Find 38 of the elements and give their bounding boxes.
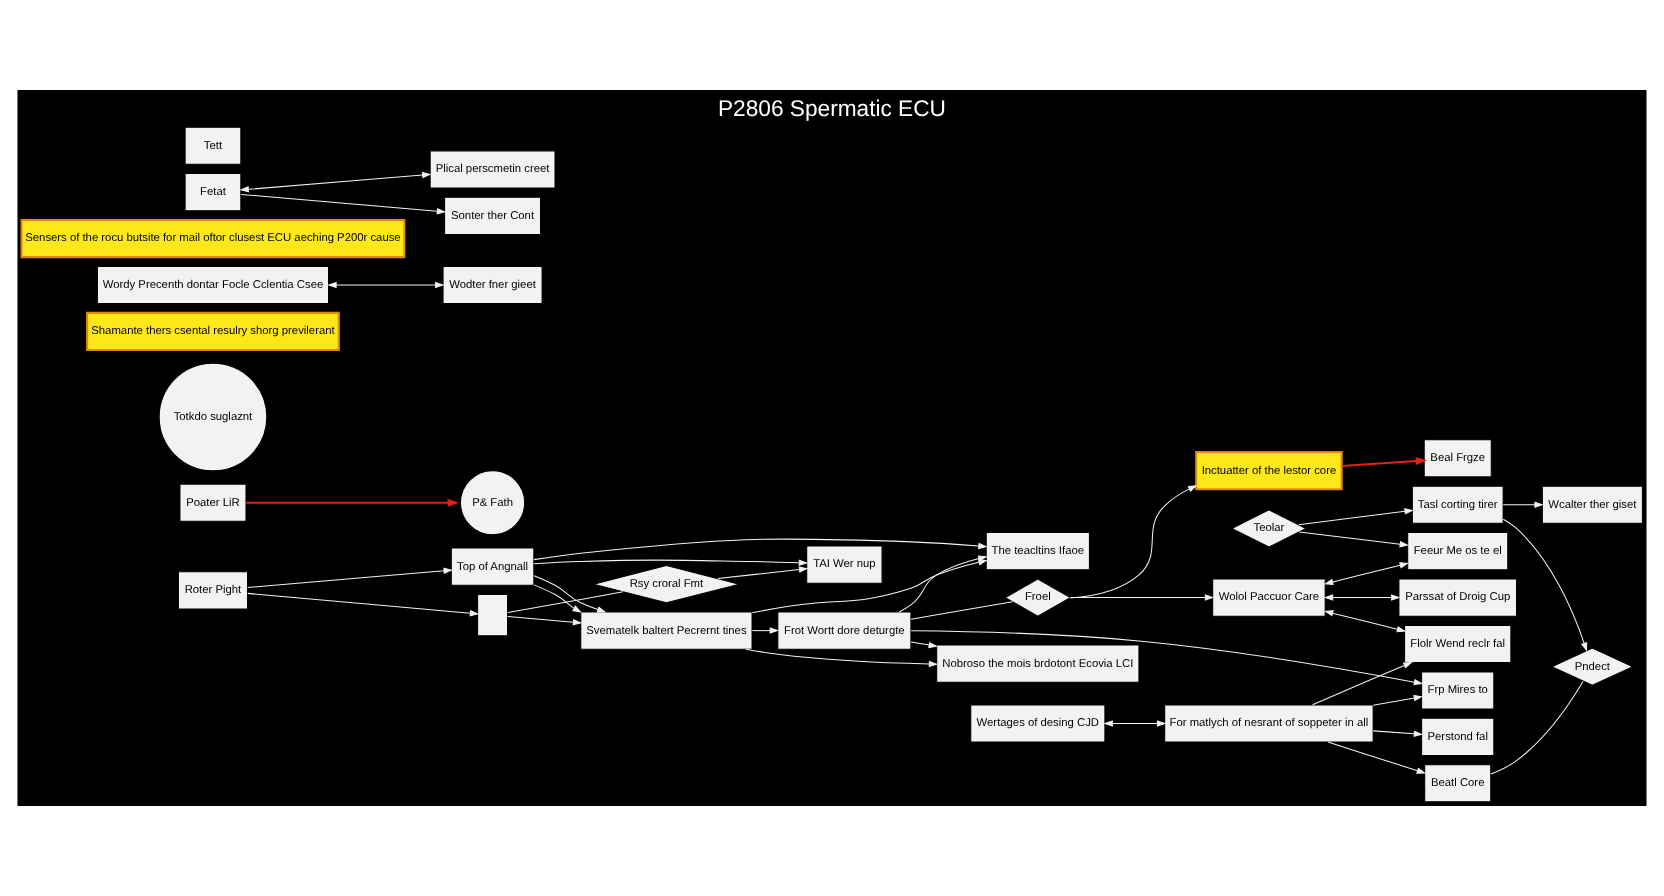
arrow: [327, 281, 445, 289]
connector: [910, 601, 1014, 620]
arrow: [1298, 508, 1414, 526]
arrow: [1323, 562, 1409, 586]
arrow: [1323, 610, 1407, 633]
arrow: [533, 538, 988, 561]
arrow: [247, 592, 480, 617]
arrow: [533, 559, 809, 566]
arrow: [1502, 501, 1544, 508]
arrow: [1502, 518, 1588, 652]
arrow: [239, 171, 432, 193]
connector: [507, 591, 624, 614]
diagram-title: P2806 Spermatic ECU: [718, 98, 946, 123]
arrow: [533, 584, 582, 613]
arrow: [1069, 485, 1198, 599]
arrow: [1323, 594, 1401, 601]
arrow: [533, 575, 607, 613]
arrow: [1341, 457, 1428, 467]
arrow: [1372, 694, 1423, 706]
arrow: [751, 627, 779, 634]
arrow: [1298, 531, 1409, 548]
arrow: [507, 615, 583, 626]
node-box: [477, 594, 509, 637]
arrow: [910, 630, 1424, 686]
arrow: [745, 648, 939, 668]
arrow: [1372, 730, 1423, 738]
arrow: [246, 498, 459, 507]
arrow: [247, 567, 453, 588]
arrow: [1327, 741, 1426, 774]
arrow: [1312, 662, 1413, 706]
arrow: [751, 559, 988, 614]
arrow: [717, 566, 809, 580]
arrow: [910, 641, 938, 649]
arrow: [240, 193, 447, 215]
connector: [1490, 680, 1584, 775]
arrow: [1070, 594, 1215, 601]
arrow: [898, 555, 988, 613]
arrow: [1103, 720, 1167, 727]
